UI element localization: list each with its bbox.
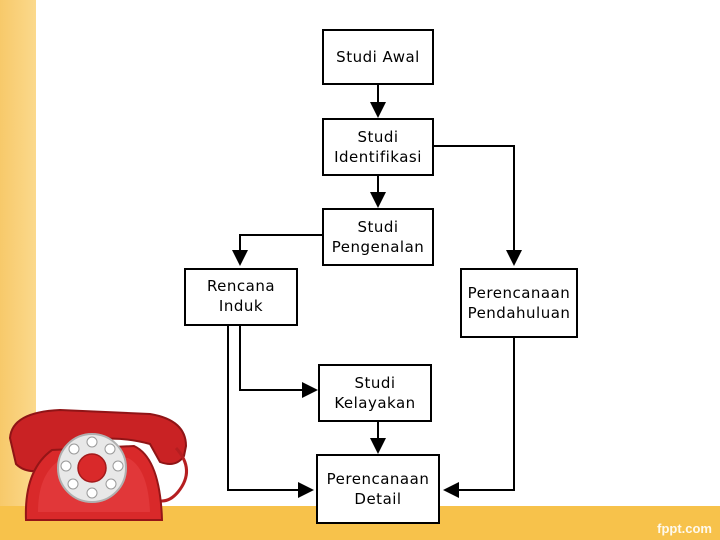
arrow-induk-to-detail (227, 326, 314, 498)
arrow-induk-to-kelayakan (239, 326, 318, 398)
arrow-pendahuluan-to-detail (443, 338, 515, 498)
fppt-watermark: fppt.com (657, 521, 712, 536)
node-studi-identifikasi: Studi Identifikasi (322, 118, 434, 176)
node-perencanaan-detail: Perencanaan Detail (316, 454, 440, 524)
node-studi-kelayakan: Studi Kelayakan (318, 364, 432, 422)
node-studi-awal: Studi Awal (322, 29, 434, 85)
arrow-pengenalan-to-induk (232, 234, 322, 266)
arrow-identifikasi-to-pendahuluan (433, 145, 522, 266)
node-perencanaan-pendahuluan: Perencanaan Pendahuluan (460, 268, 578, 338)
node-rencana-induk: Rencana Induk (184, 268, 298, 326)
node-studi-pengenalan: Studi Pengenalan (322, 208, 434, 266)
